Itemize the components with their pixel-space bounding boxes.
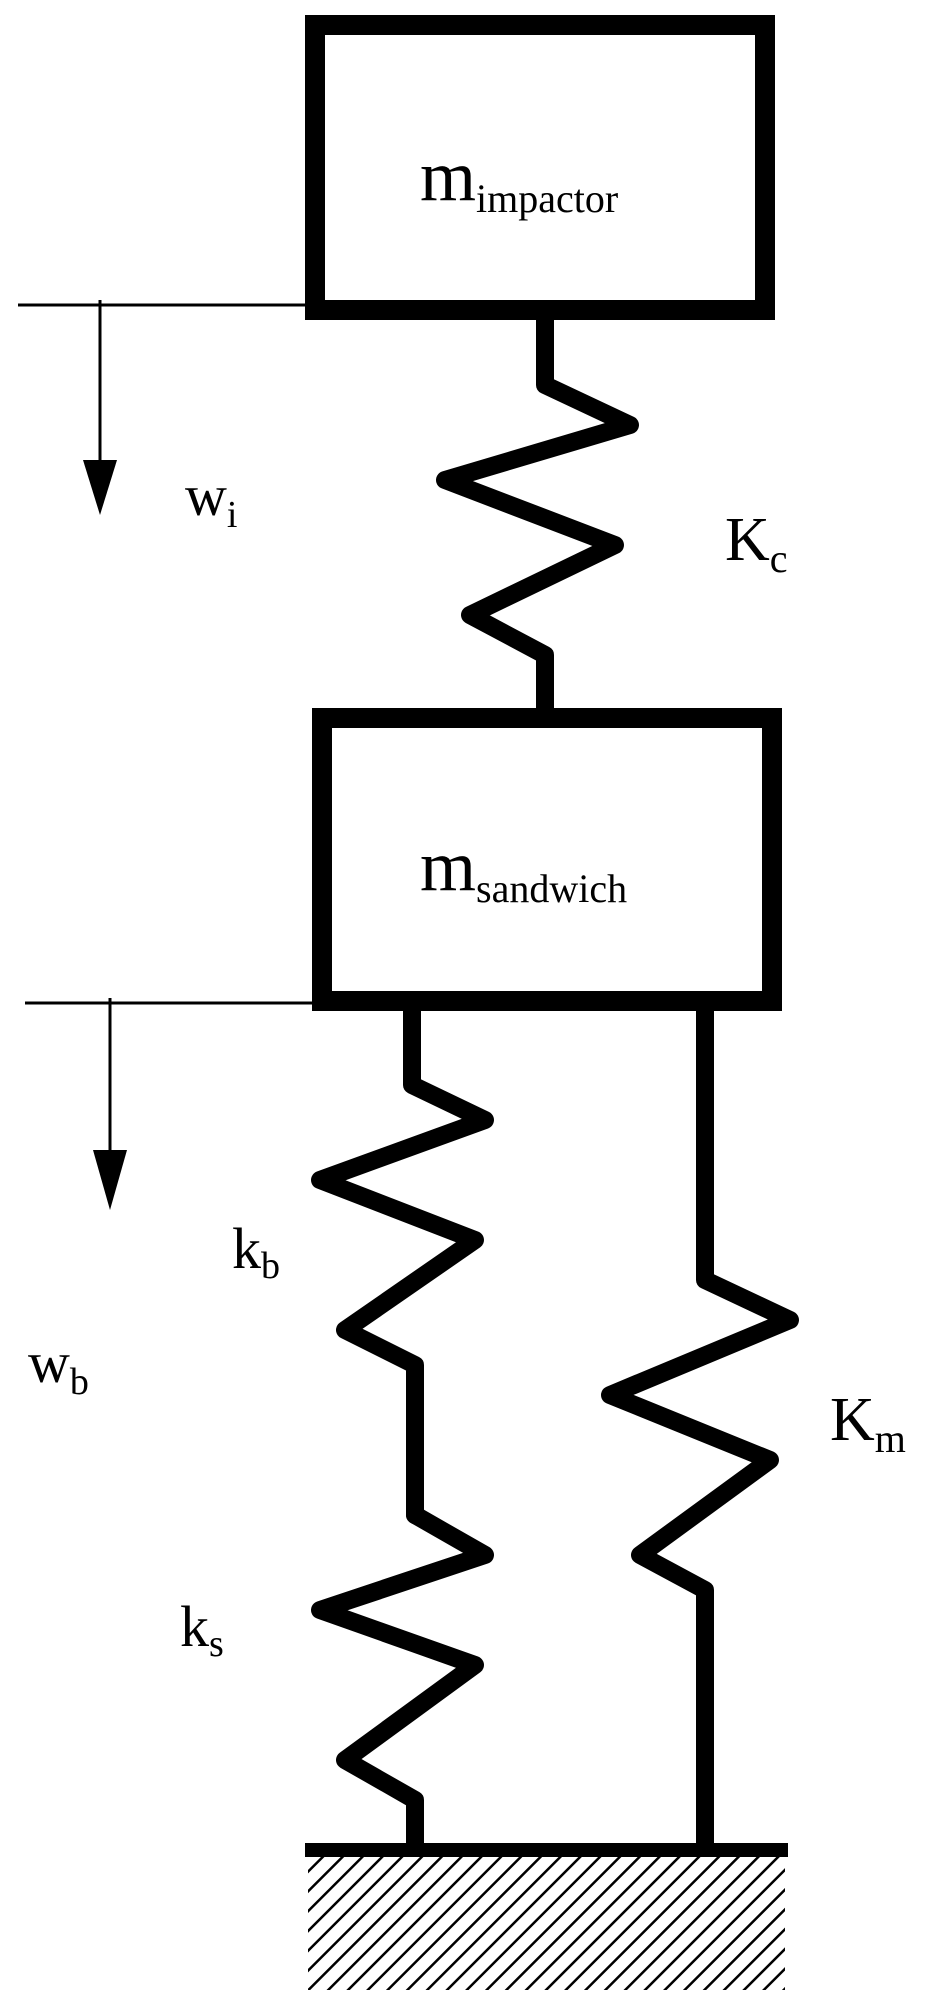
contact-spring [436, 306, 639, 719]
sandwich-mass-box [312, 708, 782, 1011]
impactor-displacement-label: wi [185, 463, 237, 536]
membrane-spring [601, 1001, 799, 1854]
shear-spring [311, 1506, 494, 1854]
impactor-mass-label: mimpactor [420, 136, 618, 221]
sandwich-mass-label: msandwich [420, 826, 627, 911]
beam-displacement-label: wb [28, 1330, 89, 1403]
contact-stiffness-label: Kc [725, 506, 788, 581]
membrane-stiffness-label: Km [830, 1386, 906, 1461]
bending-spring [311, 1001, 494, 1524]
beam-arrowhead [93, 1150, 127, 1210]
ground-hatch [308, 1855, 785, 1990]
bending-stiffness-label: kb [232, 1216, 280, 1287]
shear-stiffness-label: ks [180, 1594, 224, 1665]
impactor-mass-box [305, 15, 775, 320]
impactor-arrowhead [83, 460, 117, 515]
